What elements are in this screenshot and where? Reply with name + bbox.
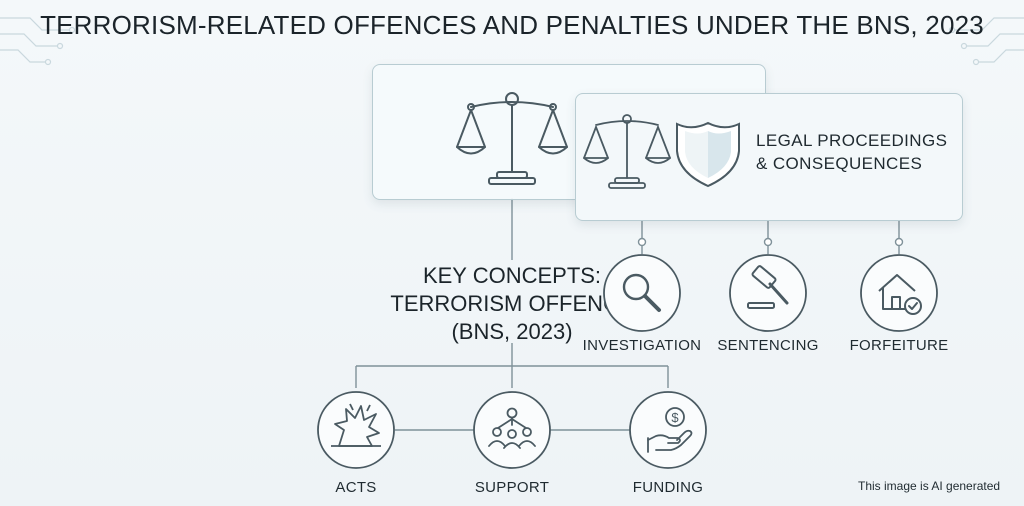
- circuit-decoration-left: [0, 17, 76, 66]
- hand-dollar-icon: $: [647, 407, 693, 453]
- forfeiture-circle: [860, 254, 938, 332]
- funding-circle: [629, 391, 707, 469]
- legal-heading-line1: LEGAL PROCEEDINGS: [756, 131, 948, 150]
- investigation-circle: [603, 254, 681, 332]
- investigation-label: INVESTIGATION: [582, 337, 702, 354]
- sentencing-circle: [729, 254, 807, 332]
- gavel-icon: [747, 265, 789, 309]
- svg-text:$: $: [671, 410, 679, 425]
- central-concept-label: KEY CONCEPTS: TERRORISM OFFENCE (BNS, 20…: [380, 262, 644, 346]
- circuit-decoration-right: [948, 17, 1024, 66]
- sentencing-label: SENTENCING: [717, 337, 819, 354]
- network-people-icon: [488, 407, 536, 449]
- legal-proceedings-panel: [575, 93, 963, 221]
- magnifying-glass-icon: [622, 273, 661, 312]
- forfeiture-label: FORFEITURE: [849, 337, 949, 354]
- concept-line3: (BNS, 2023): [451, 319, 573, 344]
- support-label: SUPPORT: [474, 479, 550, 496]
- concept-line2: TERRORISM OFFENCE: [390, 291, 634, 316]
- acts-circle: [317, 391, 395, 469]
- house-check-icon: [878, 274, 922, 315]
- concept-line1: KEY CONCEPTS:: [422, 263, 602, 288]
- ai-generated-note: This image is AI generated: [858, 479, 1001, 493]
- page-title: TERRORISM-RELATED OFFENCES AND PENALTIES…: [40, 10, 984, 40]
- acts-label: ACTS: [335, 479, 377, 496]
- legal-proceedings-heading: LEGAL PROCEEDINGS & CONSEQUENCES: [756, 129, 947, 175]
- explosion-icon: [331, 403, 381, 447]
- legal-heading-line2: & CONSEQUENCES: [756, 154, 923, 173]
- funding-label: FUNDING: [632, 479, 704, 496]
